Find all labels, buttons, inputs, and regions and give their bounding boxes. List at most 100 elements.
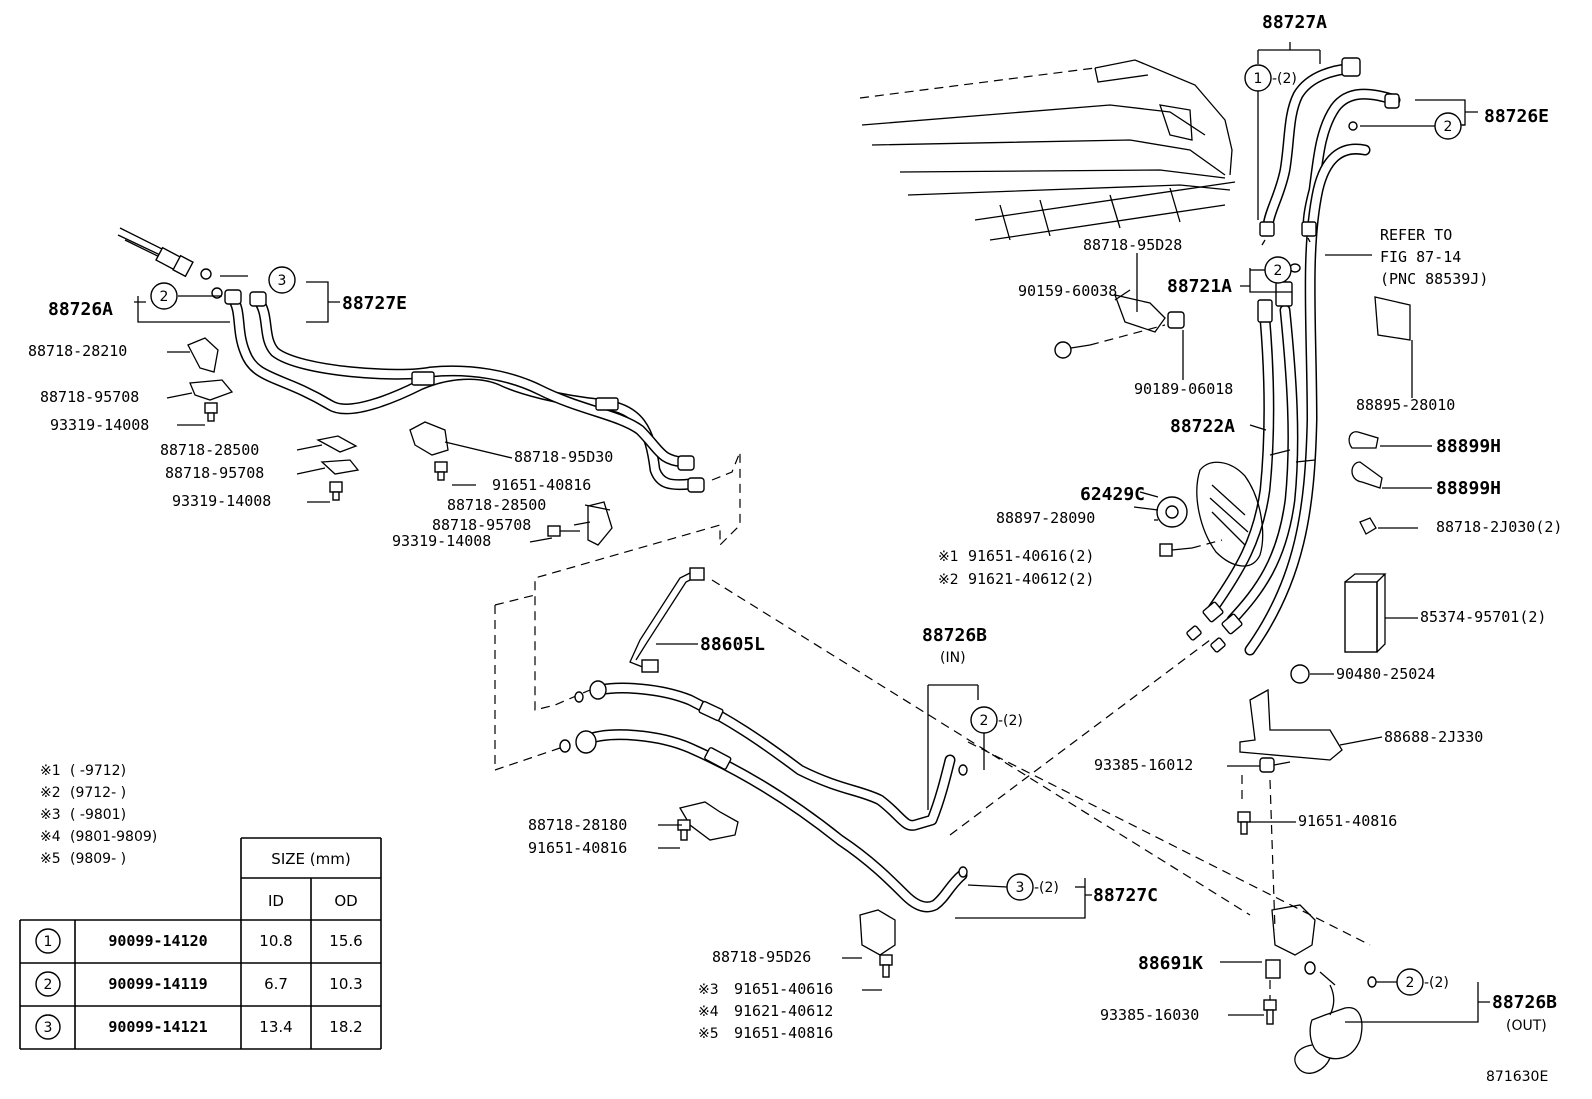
part-label: 91651-40816 [1298,812,1397,830]
clamps-center [677,801,896,978]
table-ref-circle [35,1014,61,1040]
refer-note-line: (PNC 88539J) [1380,270,1488,288]
callout-62429C: 62429C [1080,484,1145,505]
figure-id: 871630E [1486,1069,1548,1085]
callout-88721A: 88721A [1167,276,1232,297]
callout-88727A: 88727A [1262,12,1327,33]
part-label: 88718-95D26 [712,948,811,966]
ref-circle-3 [150,282,178,310]
ref-circle-4-text: 3 [278,273,287,289]
refer-note-line: FIG 87-14 [1380,248,1461,266]
table-ref: 2 [44,977,53,993]
pipe-88726B-88727C [559,639,1371,946]
qty-mark: -(2) [1272,71,1297,87]
table-ref-circle [35,928,61,954]
quantity-marks: -(2) -(2) -(2) -(2) [998,71,1449,991]
qty-mark: -(2) [998,713,1023,729]
ref-circle-2-text: 2 [1444,119,1453,135]
bracket-88688-and-receiver [1237,664,1377,1074]
pipe-88727E-assembly [117,227,705,493]
callout-88722A: 88722A [1170,416,1235,437]
note-range: (9801-9809) [70,829,157,845]
callout-88726E: 88726E [1484,106,1549,127]
brackets-right-top [1054,294,1411,653]
part-label: 91651-40616(2) [968,547,1094,565]
part-label: 88718-95708 [432,516,531,534]
part-label: 91621-40612 [734,1002,833,1020]
callout-88691K: 88691K [1138,953,1203,974]
pipe-88722A-88727A [1186,57,1401,656]
table-ref: 3 [44,1020,53,1036]
refer-note-line: REFER TO [1380,226,1452,244]
callout-88726B-out: 88726B [1492,992,1557,1013]
table-part: 90099-14120 [108,932,207,950]
note-range: ( -9801) [70,807,126,823]
qty-mark: -(2) [1424,975,1449,991]
part-label: 88688-2J330 [1384,728,1483,746]
note-range: ( -9712) [70,763,126,779]
part-label: 88897-28090 [996,509,1095,527]
reference-circles: 1 2 2 3 2 2 3 2 [150,64,1462,996]
note-mark: ※5 [40,851,61,867]
callout-88899H-a: 88899H [1436,436,1501,457]
note-mark: ※3 [40,807,61,823]
part-label: 88718-28210 [28,342,127,360]
note-mark: ※4 [40,829,61,845]
table-ref: 1 [44,934,53,950]
part-label: 91621-40612(2) [968,570,1094,588]
part-labels: 90159-60038 88718-95D28 90189-06018 8889… [28,226,1562,1042]
date-notes: ※1 ( -9712) ※2 (9712- ) ※3 ( -9801) ※4 (… [40,763,157,867]
callout-88605L: 88605L [700,634,765,655]
part-label: 88718-95708 [165,464,264,482]
table-size-header: SIZE (mm) [271,850,350,868]
label-in: (IN) [940,650,966,666]
part-label: 91651-40816 [492,476,591,494]
vehicle-body-outline [859,59,1236,241]
table-od: 10.3 [329,975,362,993]
note-range: (9712- ) [70,785,126,801]
table-id: 6.7 [264,975,288,993]
ref-circle-4 [268,266,296,294]
note-range: (9809- ) [70,851,126,867]
part-label: 93319-14008 [172,492,271,510]
mark: ※2 [938,572,959,588]
part-label: 88718-95708 [40,388,139,406]
table-part: 90099-14119 [108,975,207,993]
part-label: 90480-25024 [1336,665,1435,683]
callout-88726A: 88726A [48,299,113,320]
cover-62429C [1156,461,1264,567]
connection-lines-left [494,451,741,771]
note-mark: ※2 [40,785,61,801]
ref-circle-6-text: 2 [980,713,989,729]
table-od: 15.6 [329,932,362,950]
o-ring-size-table: SIZE (mm) ID OD 1 90099-14120 10.8 15.6 … [19,837,382,1050]
part-label: 93385-16012 [1094,756,1193,774]
part-label: 93319-14008 [50,416,149,434]
part-label: 88718-2J030(2) [1436,518,1562,536]
mark: ※4 [698,1004,719,1020]
part-label: 85374-95701(2) [1420,608,1546,626]
part-label: 88718-28180 [528,816,627,834]
table-od: 18.2 [329,1018,362,1036]
part-label: 88718-95D28 [1083,236,1182,254]
ref-circle-8-text: 2 [1406,975,1415,991]
part-label: 93385-16030 [1100,1006,1199,1024]
ref-circle-5-text: 2 [1274,263,1283,279]
callout-labels: 88727A 88726E 88727E 88726A 88721A 88722… [48,12,1557,1034]
leader-lines [134,42,1490,1023]
part-label: 88895-28010 [1356,396,1455,414]
part-label: 91651-40816 [528,839,627,857]
part-label: 88718-95D30 [514,448,613,466]
ref-circle-1-text: 1 [1254,71,1263,87]
part-label: 88718-28500 [447,496,546,514]
table-col-id: ID [268,892,284,910]
part-label: 88718-28500 [160,441,259,459]
sensor-wire-88605L [629,567,1251,916]
part-label: 91651-40816 [734,1024,833,1042]
part-label: 90189-06018 [1134,380,1233,398]
table-part: 90099-14121 [108,1018,207,1036]
mark: ※1 [938,549,959,565]
table-id: 13.4 [259,1018,292,1036]
note-mark: ※1 [40,763,61,779]
